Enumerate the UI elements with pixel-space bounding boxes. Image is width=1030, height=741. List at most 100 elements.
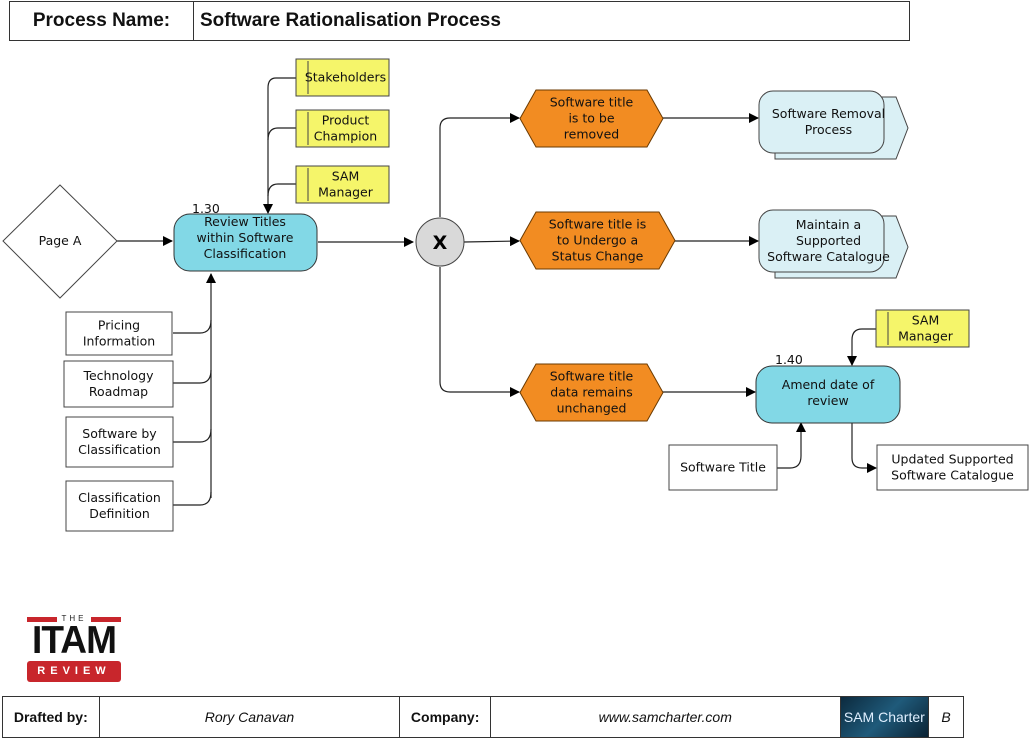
connector-roles-to-activity (263, 77, 296, 214)
text-line: Manager (318, 185, 374, 200)
process-name-value: Software Rationalisation Process (200, 10, 501, 31)
text-line: SAM (912, 313, 940, 328)
text-line: removed (564, 127, 619, 142)
logo-review: REVIEW (27, 661, 121, 682)
text-line: Process (805, 122, 852, 137)
sam-charter-logo: SAM Charter (840, 697, 930, 737)
text-line: Classification (78, 490, 161, 505)
text-line: is to be (568, 111, 614, 126)
text-line: Maintain a (796, 217, 861, 232)
role-label: Stakeholders (305, 70, 386, 85)
connector-role-product-champion (267, 127, 296, 141)
text-line: Software Title (680, 460, 766, 475)
connector-input-software-by-class (173, 428, 212, 443)
gateway-label: X (433, 232, 448, 254)
text-line: Champion (314, 129, 377, 144)
process-header: Process Name: Software Rationalisation P… (9, 1, 910, 41)
connector-input-pricing (173, 319, 212, 334)
text-line: Status Change (552, 249, 644, 264)
drafted-by-value: Rory Canavan (100, 697, 401, 737)
start-page-connector[interactable]: Page A (2, 184, 118, 299)
logo-itam: ITAM (31, 619, 117, 662)
input-software-title[interactable]: Software Title (668, 444, 778, 491)
role-stakeholders[interactable]: Stakeholders (295, 58, 390, 97)
input-software-title-box[interactable]: Software Title (668, 444, 778, 491)
text-line: Updated Supported (891, 452, 1013, 467)
version-value: B (941, 709, 951, 725)
text-line: Product (322, 113, 370, 128)
text-line: SAM (332, 169, 360, 184)
footer-bar: Drafted by: Rory Canavan Company: www.sa… (2, 696, 964, 738)
connector-input-class-def (173, 491, 212, 506)
connector-gateway-to-event-1 (439, 113, 520, 217)
activity-1-id: 1.30 (192, 201, 220, 216)
activity-2-id: 1.40 (775, 352, 803, 367)
exclusive-gateway[interactable]: X (415, 217, 465, 267)
company-value: www.samcharter.com (491, 697, 841, 737)
text-line: Software Catalogue (891, 468, 1014, 483)
connectors (117, 77, 877, 506)
text-line: Definition (89, 506, 150, 521)
text-line: Software Catalogue (767, 249, 890, 264)
text-line: Software by (82, 426, 157, 441)
company-label: Company: (400, 697, 491, 737)
text-line: Technology (82, 368, 154, 383)
text-line: Roadmap (89, 384, 148, 399)
text-line: Information (83, 334, 155, 349)
text-line: Software title (550, 95, 634, 110)
text-line: within Software (197, 230, 294, 245)
text-line: Amend date of (782, 377, 875, 392)
text-line: Pricing (98, 318, 140, 333)
text-line: Supported (796, 233, 861, 248)
start-label: Page A (39, 233, 82, 248)
drafted-by-label: Drafted by: (3, 697, 100, 737)
connector-activity-2-to-output (851, 423, 877, 473)
text-line: data remains (550, 385, 632, 400)
text-line: Software title is (549, 217, 646, 232)
connector-input-roadmap (173, 369, 212, 384)
connector-gateway-to-event-2 (463, 236, 520, 247)
process-name-label: Process Name: (10, 2, 194, 40)
connector-input2-to-activity-2 (777, 422, 806, 469)
text-line: Review Titles (204, 214, 286, 229)
text-line: to Undergo a (557, 233, 638, 248)
text-line: Manager (898, 329, 954, 344)
connector-gateway-to-event-3 (439, 267, 520, 397)
text-line: Stakeholders (305, 70, 386, 85)
text-line: Classification (78, 442, 161, 457)
